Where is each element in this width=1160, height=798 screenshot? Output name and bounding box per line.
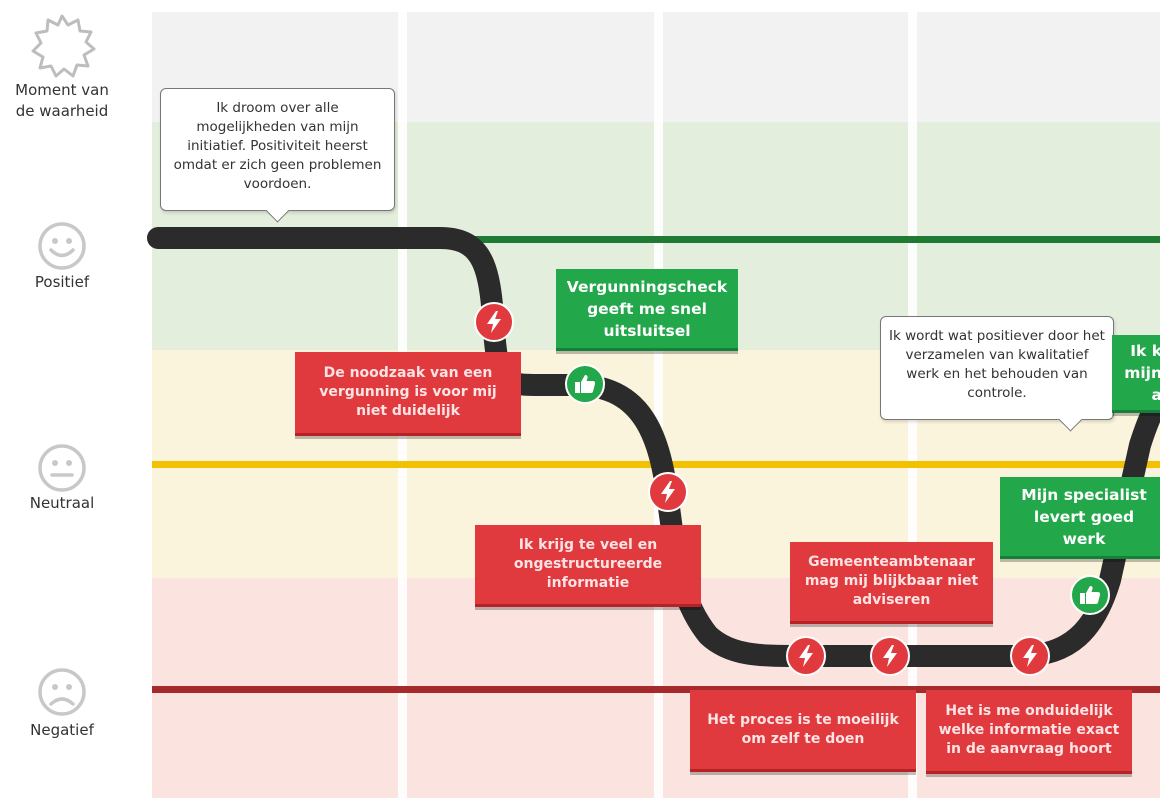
pain-card-ambtenaar: Gemeenteambtenaar mag mij blijkbaar niet…: [790, 542, 993, 624]
starburst-icon: [31, 14, 96, 78]
neutral-face-icon: [38, 444, 86, 492]
column-divider: [654, 12, 663, 798]
lightning-icon: [648, 472, 688, 512]
speech-bubble-positiever: Ik wordt wat positiever door het verzame…: [880, 316, 1114, 432]
pain-card-noodzaak: De noodzaak van een vergunning is voor m…: [295, 352, 521, 436]
negative-label: Negatief: [30, 721, 94, 739]
lightning-icon: [786, 636, 826, 676]
gain-card-cut-right: Ik k mijn a: [1112, 335, 1160, 413]
sad-face-icon: [38, 668, 86, 716]
lightning-icon: [870, 636, 910, 676]
happy-face-icon: [38, 222, 86, 270]
moment-label: Moment van de waarheid: [15, 81, 109, 120]
gain-card-vergunningscheck: Vergunningscheck geeft me snel uitsluits…: [556, 269, 738, 351]
speech-bubble-dream: Ik droom over alle mogelijkheden van mij…: [160, 88, 395, 223]
thumbs-up-icon: [1070, 575, 1110, 615]
thumbs-up-icon: [565, 364, 605, 404]
positive-line: [152, 236, 1160, 243]
pain-card-onduidelijk: Het is me onduidelijk welke informatie e…: [926, 690, 1132, 774]
gain-card-specialist: Mijn specialist levert goed werk: [1000, 477, 1160, 559]
lightning-icon: [474, 302, 514, 342]
neutral-label: Neutraal: [29, 494, 95, 512]
negative-line: [152, 686, 1160, 693]
pain-card-teveel: Ik krijg te veel en ongestructureerde in…: [475, 525, 701, 607]
bubble-text: Ik droom over alle mogelijkheden van mij…: [173, 100, 382, 192]
pain-card-proces: Het proces is te moeilijk om zelf te doe…: [690, 690, 916, 772]
bubble-text: Ik wordt wat positiever door het verzame…: [889, 328, 1105, 401]
lightning-icon: [1010, 636, 1050, 676]
positive-label: Positief: [34, 273, 90, 291]
